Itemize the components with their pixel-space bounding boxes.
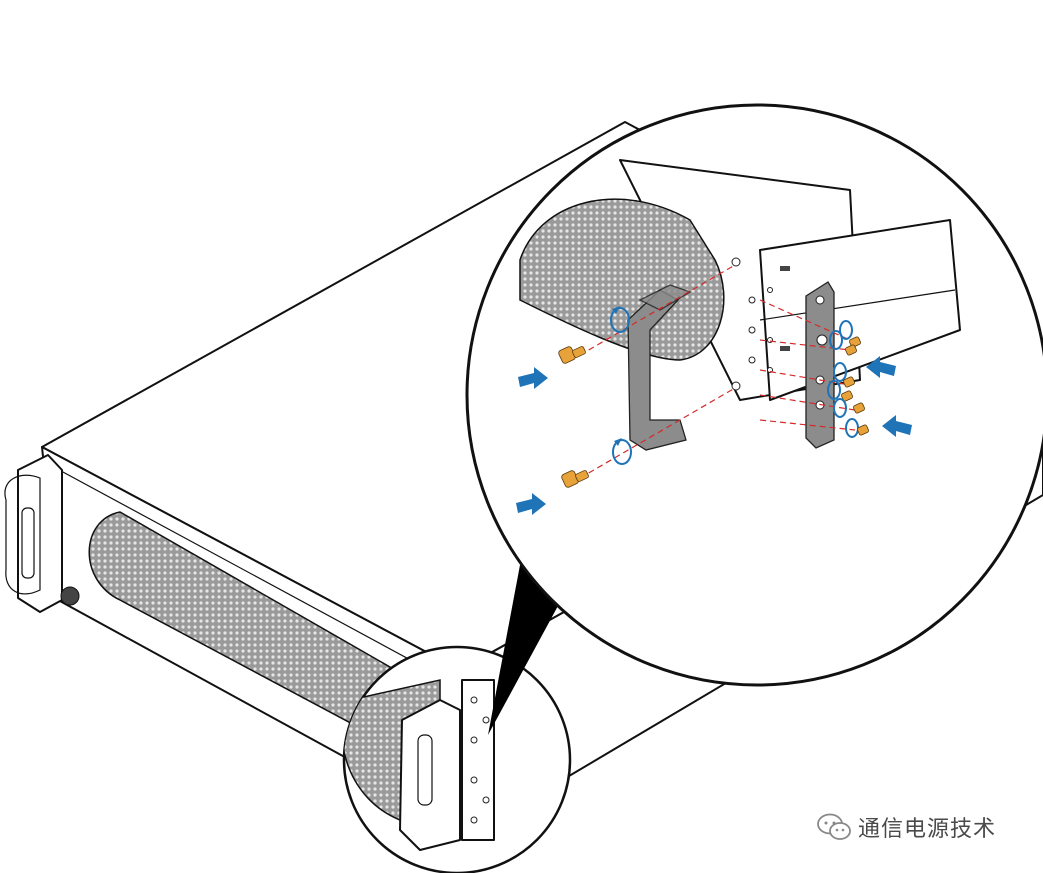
rotation-indicator-top	[610, 306, 630, 333]
rotation-indicator-bottom	[612, 438, 632, 465]
small-detail-circle	[342, 645, 572, 873]
handle-screw-top[interactable]	[558, 346, 586, 365]
front-knob	[60, 586, 80, 606]
small-handle	[399, 699, 461, 851]
mounting-ear[interactable]	[805, 281, 835, 449]
watermark-text: 通信电源技术	[858, 817, 997, 842]
large-detail-circle	[465, 103, 1043, 687]
handle-screw-bottom[interactable]	[561, 470, 589, 489]
direction-arrow-left-bottom	[516, 493, 546, 515]
zoom-vent-grille	[519, 198, 725, 361]
direction-arrow-left-top	[518, 367, 548, 389]
left-handle	[4, 454, 63, 613]
direction-arrow-right-bottom	[882, 415, 912, 437]
small-mount-ear	[461, 679, 495, 841]
wechat-icon	[817, 813, 851, 840]
direction-arrow-right-top	[866, 356, 896, 378]
watermark: 通信电源技术	[816, 810, 996, 844]
callout-pointer	[488, 565, 572, 735]
ear-screws[interactable]	[827, 320, 869, 438]
